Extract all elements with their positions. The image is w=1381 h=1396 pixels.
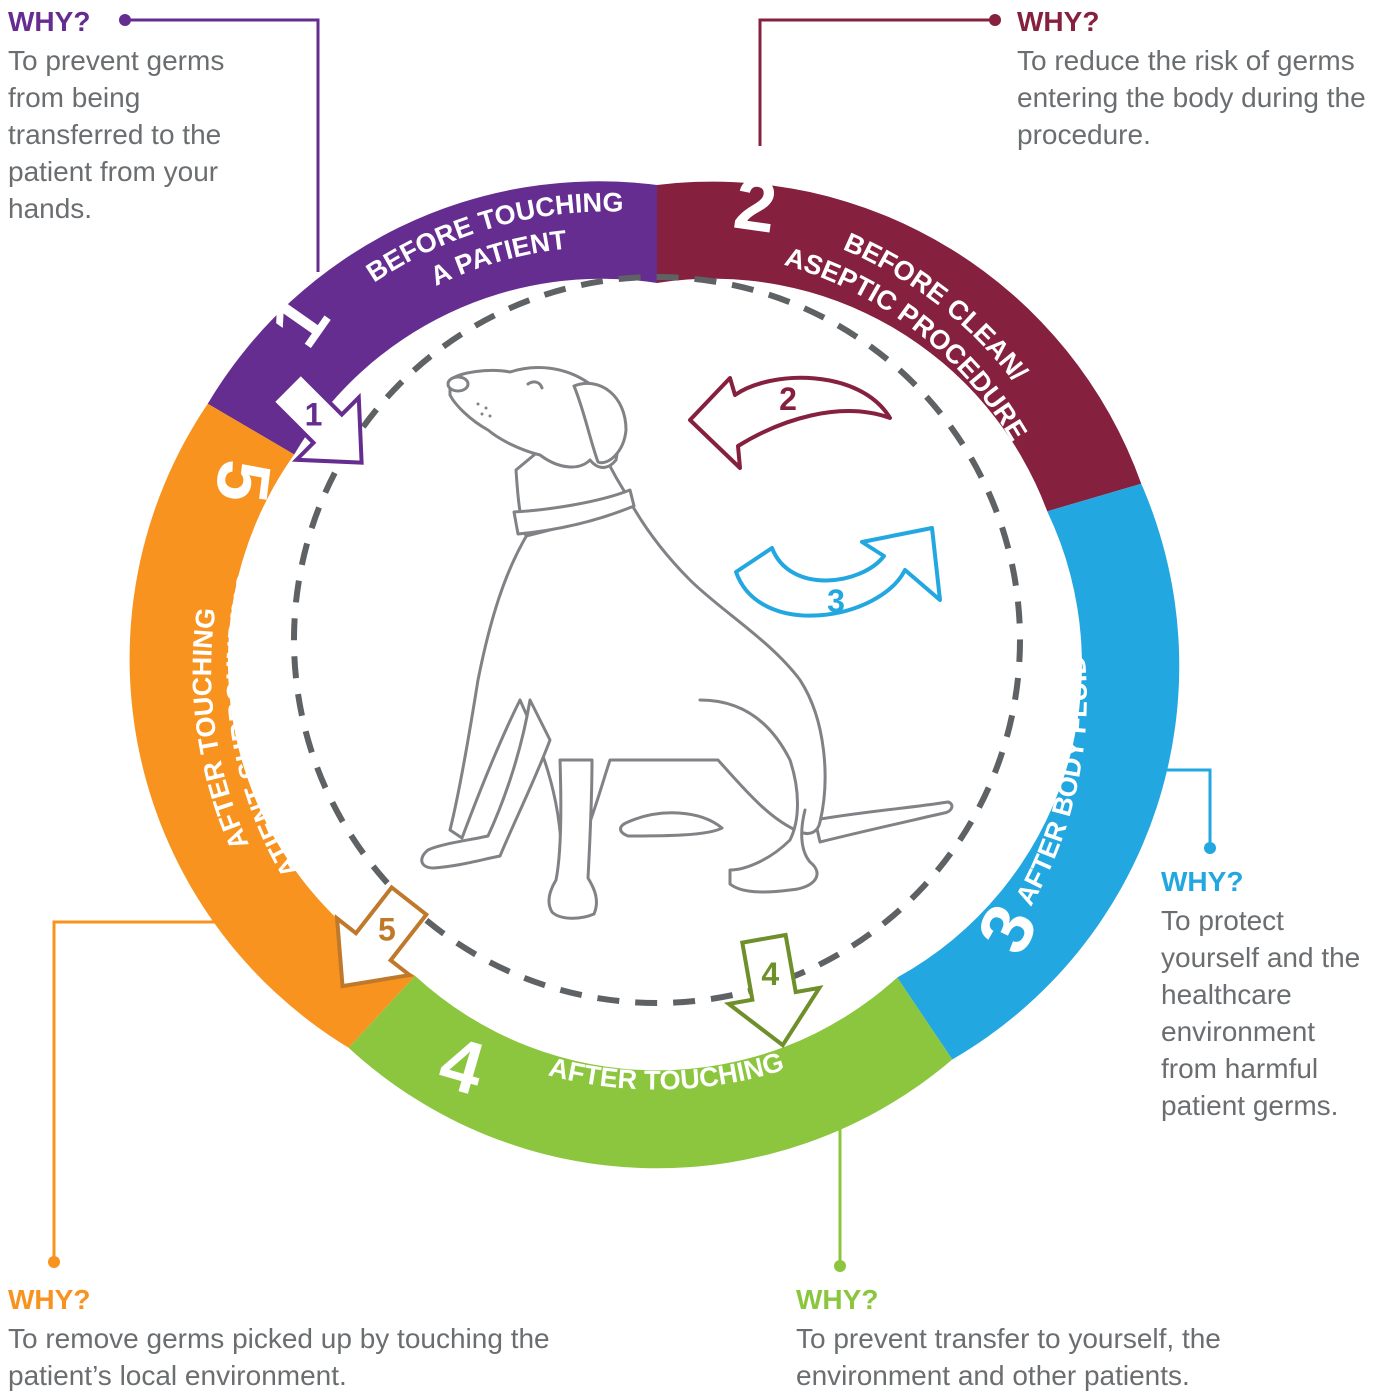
connector-dot-1 — [119, 14, 131, 26]
arrow-1-label: 1 — [305, 397, 323, 433]
ring-segment-4 — [348, 975, 953, 1169]
dog-front-leg-right — [547, 758, 598, 920]
why-step-3-title: WHY? — [1161, 866, 1244, 897]
ring-segment-2 — [657, 181, 1142, 512]
arrow-4-label: 4 — [761, 956, 779, 992]
dog-body — [448, 496, 827, 864]
dog-tail — [813, 800, 954, 844]
connector-5 — [52, 920, 234, 1262]
why-step-5-title: WHY? — [8, 1284, 91, 1315]
connector-dot-4 — [834, 1260, 846, 1272]
step-4-line2: A PATIENT — [597, 1024, 736, 1062]
why-step-3: WHY? To protect yourself and the healthc… — [1161, 866, 1376, 1124]
why-step-4-title: WHY? — [796, 1284, 879, 1315]
sitting-dog-illustration — [420, 366, 954, 920]
arrow-3-label: 3 — [827, 583, 845, 619]
why-step-4-text: To prevent transfer to yourself, the env… — [796, 1323, 1221, 1391]
why-step-5: WHY? To remove germs picked up by touchi… — [8, 1284, 608, 1394]
step-5-number: 5 — [200, 456, 287, 507]
why-step-4: WHY? To prevent transfer to yourself, th… — [796, 1284, 1356, 1394]
why-step-3-text: To protect yourself and the healthcare e… — [1161, 905, 1361, 1121]
dog-nose — [446, 375, 470, 393]
arrow-1-icon: 1 — [269, 370, 364, 465]
why-step-2: WHY? To reduce the risk of germs enterin… — [1017, 6, 1377, 153]
connector-2 — [758, 18, 995, 146]
dog-front-leg-left — [420, 698, 552, 870]
patient-zone-dashed-circle — [291, 274, 1023, 1006]
arrow-2-icon: 2 — [688, 375, 892, 470]
why-step-5-text: To remove germs picked up by touching th… — [8, 1323, 550, 1391]
why-step-2-title: WHY? — [1017, 6, 1100, 37]
ring-segment-1 — [207, 181, 657, 455]
why-step-2-text: To reduce the risk of germs entering the… — [1017, 45, 1366, 150]
ring-segment-5 — [129, 403, 416, 1048]
connector-dot-3 — [1204, 842, 1216, 854]
connector-3 — [1152, 768, 1212, 848]
connector-dot-5 — [48, 1256, 60, 1268]
dog-eye — [526, 380, 544, 390]
dog-ear — [572, 381, 628, 465]
arrow-5-icon: 5 — [334, 884, 430, 989]
arrow-5-label: 5 — [378, 911, 396, 947]
dog-collar — [512, 488, 636, 536]
dog-hind-paw-back — [619, 811, 724, 838]
arrow-4-icon: 4 — [723, 932, 824, 1049]
arrow-3-icon: 3 — [734, 526, 942, 619]
why-step-1-title: WHY? — [8, 6, 91, 37]
why-step-1-text: To prevent germs from being transferred … — [8, 45, 225, 224]
connector-1 — [125, 18, 320, 272]
connector-dot-2 — [989, 14, 1001, 26]
ring-segment-3 — [897, 483, 1180, 1060]
arrow-2-label: 2 — [779, 381, 797, 417]
dog-hind-leg — [698, 698, 819, 894]
why-step-1: WHY? To prevent germs from being transfe… — [8, 6, 288, 227]
